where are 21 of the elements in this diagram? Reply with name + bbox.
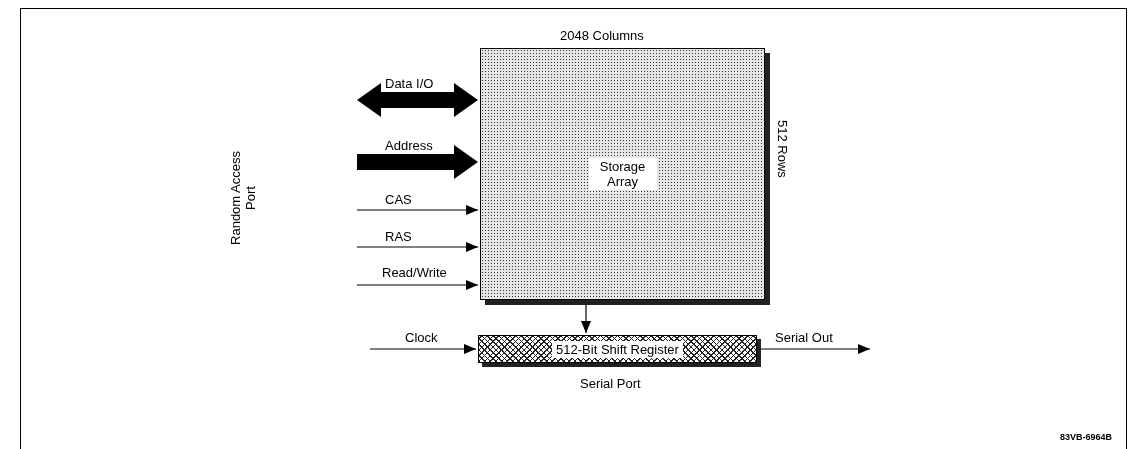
box-label: Storage Array — [588, 158, 657, 190]
caption-label: Serial Port — [580, 376, 641, 391]
signal-arrow — [758, 344, 871, 354]
signal-arrow — [369, 344, 477, 354]
edge-label: CAS — [385, 192, 412, 207]
edge-label: Data I/O — [385, 76, 434, 91]
edge-label: Serial Out — [775, 330, 833, 345]
signal-arrow — [356, 205, 479, 215]
edge-label: RAS — [385, 229, 412, 244]
signal-arrow — [356, 242, 479, 252]
edge-label: Read/Write — [382, 265, 447, 280]
port-label: Random Access Port — [228, 150, 258, 247]
bus-arrow — [357, 145, 478, 179]
caption-label: 512 Rows — [775, 120, 790, 178]
box-label: 512-Bit Shift Register — [552, 340, 683, 358]
edge-label: Clock — [405, 330, 438, 345]
caption-label: 2048 Columns — [560, 28, 644, 43]
edge-label: Address — [385, 138, 433, 153]
figure-code: 83VB-6964B — [1060, 432, 1113, 442]
bus-arrow — [357, 83, 478, 117]
signal-arrow — [356, 280, 479, 290]
